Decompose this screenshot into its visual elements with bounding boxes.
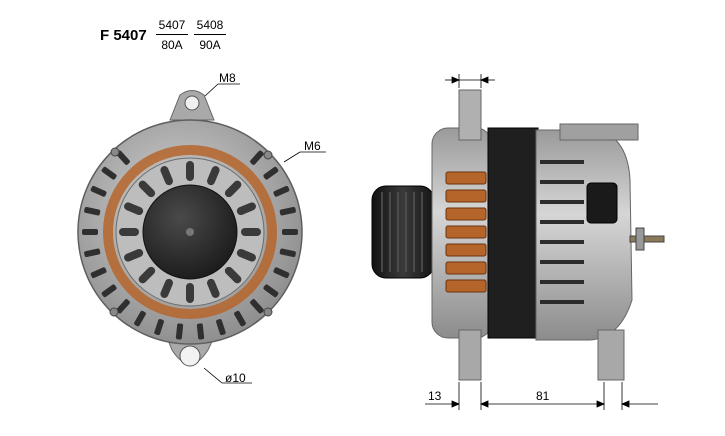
outer-vent-slots (82, 150, 298, 340)
fin (540, 300, 584, 304)
vent-slot (138, 266, 156, 284)
bolt (109, 307, 119, 317)
vent-slot (207, 166, 220, 186)
mount-hole-callout: ø10 (225, 371, 246, 385)
vent-slot (234, 310, 246, 327)
winding (445, 189, 487, 203)
stator-copper-ring (103, 145, 277, 319)
front-view (77, 90, 303, 367)
terminal-stud (629, 235, 665, 243)
vent-slot (116, 299, 130, 314)
winding (445, 225, 487, 239)
variant-code: 5408 (194, 18, 226, 35)
bottom-mount-hole (179, 345, 201, 367)
winding (445, 261, 487, 275)
vent-slot (250, 150, 264, 165)
vent-slot (263, 166, 279, 180)
vent-slot (101, 284, 117, 298)
vent-slot (216, 319, 226, 336)
winding (445, 279, 487, 293)
vent-slot (273, 267, 290, 279)
d10-leader (203, 367, 223, 384)
variant-5407: 5407 80A (156, 18, 188, 52)
fin (540, 280, 584, 284)
m8-leader (204, 83, 219, 97)
vent-slot (186, 283, 194, 303)
bolt (110, 147, 120, 157)
fin (540, 240, 584, 244)
bottom-bracket (458, 329, 482, 381)
top-bracket (458, 89, 482, 141)
vent-slot (116, 150, 130, 165)
dim-13-label: 13 (428, 389, 442, 403)
vent-slot (250, 299, 264, 314)
vent-slot (279, 206, 296, 216)
vent-slot (84, 206, 101, 216)
vent-slot (236, 249, 256, 262)
vent-slot (175, 323, 184, 340)
shaft-center (186, 228, 194, 236)
rear-top-bracket (559, 123, 639, 141)
terminal-nut (635, 227, 645, 251)
vent-slot (90, 185, 107, 197)
variant-5408: 5408 90A (194, 18, 226, 52)
vent-slot (241, 228, 261, 236)
side-view (371, 89, 665, 381)
winding (445, 243, 487, 257)
fin (540, 180, 584, 184)
vent-slot (186, 161, 194, 181)
bolt (263, 307, 273, 317)
winding (445, 171, 487, 185)
vent-slot (134, 310, 146, 327)
vent-slot (154, 319, 164, 336)
plug-connector (586, 182, 618, 224)
vent-slot (263, 284, 279, 298)
fin (540, 220, 584, 224)
top-mount-hole (184, 95, 200, 111)
variant-rating: 90A (199, 38, 221, 52)
vent-slot (279, 248, 296, 258)
m6-callout: M6 (304, 139, 321, 153)
vent-slot (84, 248, 101, 258)
vent-slot (82, 229, 98, 235)
vent-slot (236, 202, 256, 215)
m8-callout: M8 (219, 71, 236, 85)
fin (540, 200, 584, 204)
vent-slot (160, 166, 173, 186)
vent-slot (196, 323, 205, 340)
dim-81-label: 81 (536, 389, 550, 403)
vent-slot (124, 202, 144, 215)
stator-core (487, 127, 539, 339)
vent-slot (90, 267, 107, 279)
vent-slot (101, 166, 117, 180)
vent-slot (138, 180, 156, 198)
vent-slot (282, 229, 298, 235)
variant-code: 5407 (156, 18, 188, 35)
vent-slot (160, 278, 173, 298)
vent-slot (119, 228, 139, 236)
vent-slot (124, 249, 144, 262)
rear-bottom-bracket (597, 329, 625, 381)
vent-slot (273, 185, 290, 197)
variant-rating: 80A (161, 38, 183, 52)
fin (540, 160, 584, 164)
inner-vent-slots (119, 161, 261, 303)
dimension-lines (425, 74, 658, 410)
winding (445, 207, 487, 221)
pulley-grooves (381, 192, 423, 272)
rear-fins (540, 160, 584, 304)
vent-slot (207, 278, 220, 298)
bolt (263, 150, 273, 160)
vent-slot (224, 266, 242, 284)
m6-leader (283, 151, 301, 163)
fin (540, 260, 584, 264)
vent-slot (224, 180, 242, 198)
model-title: F 5407 (100, 27, 147, 44)
